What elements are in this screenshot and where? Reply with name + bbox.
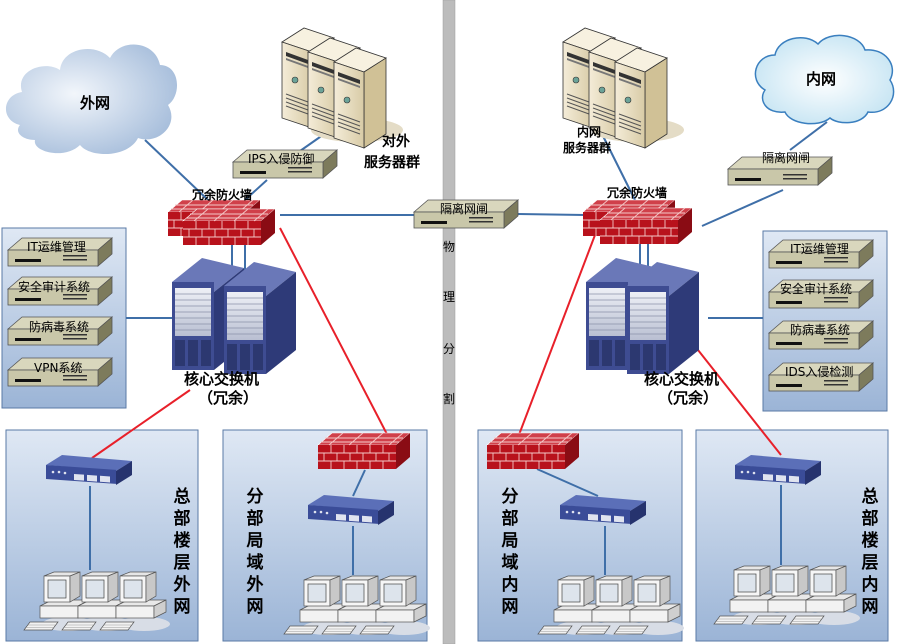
right-gateway-label: 隔离网闸 xyxy=(762,151,811,165)
label-char: 内 xyxy=(501,575,519,595)
external-servers-label-line2: 服务器群 xyxy=(364,155,420,171)
divider-char-2: 分 xyxy=(443,342,456,356)
external-server-group xyxy=(282,28,403,148)
label-char: 外 xyxy=(173,575,191,595)
red-link-core-hq-switch-right xyxy=(697,349,782,456)
center-gateway-label: 隔离网闸 xyxy=(440,202,489,216)
red-link-firewall-branch-right xyxy=(516,234,596,441)
link-inner-gateway-firewall xyxy=(701,189,784,227)
right-core-switch xyxy=(585,257,700,375)
internet-cloud-label: 外网 xyxy=(80,94,111,112)
label-char: 网 xyxy=(861,597,879,617)
label-char: 局 xyxy=(501,531,519,551)
right-device-label-2: 防病毒系统 xyxy=(790,323,851,337)
link-firewall-switch-3 xyxy=(536,468,599,497)
left-core-switch xyxy=(171,257,297,375)
label-char: 楼 xyxy=(861,531,879,551)
red-link-core-hq-switch-left xyxy=(91,389,191,459)
internet-cloud xyxy=(5,44,178,155)
label-char: 网 xyxy=(501,597,519,617)
red-link-firewall-branch-left xyxy=(279,227,391,441)
right-device-label-1: 安全审计系统 xyxy=(780,282,853,296)
right-core-switch-label-line2: （冗余） xyxy=(658,389,719,407)
divider-char-3: 割 xyxy=(443,392,456,406)
branch-internal-workstations xyxy=(538,576,684,635)
physical-divider-bar xyxy=(442,0,456,644)
label-char: 网 xyxy=(173,597,191,617)
label-char: 内 xyxy=(861,575,879,595)
label-char: 层 xyxy=(173,553,191,573)
left-core-switch-label-line1: 核心交换机 xyxy=(184,370,260,388)
label-char: 域 xyxy=(246,553,264,573)
right-device-label-0: IT运维管理 xyxy=(790,242,849,256)
right-firewall-label: 冗余防火墙 xyxy=(607,186,668,200)
branch-external-firewall xyxy=(317,432,411,470)
right-device-label-3: IDS入侵检测 xyxy=(785,365,854,379)
right-redundant-firewall xyxy=(582,199,693,245)
label-char: 楼 xyxy=(173,531,191,551)
link-cloud-firewall-left xyxy=(144,139,209,201)
hq-external-workstations xyxy=(24,572,170,631)
internal-servers-label-line2: 服务器群 xyxy=(563,141,612,155)
branch-external-lan-label: 分 部 局 域 外 网 xyxy=(245,486,265,618)
label-char: 分 xyxy=(246,487,264,507)
right-core-switch-label-line1: 核心交换机 xyxy=(644,370,720,388)
left-device-label-0: IT运维管理 xyxy=(27,240,86,254)
label-char: 分 xyxy=(501,487,519,507)
label-char: 层 xyxy=(861,553,879,573)
label-char: 部 xyxy=(173,509,191,529)
hq-external-lan-label: 总 部 楼 层 外 网 xyxy=(172,486,192,618)
label-char: 外 xyxy=(246,575,264,595)
external-servers-label-line1: 对外 xyxy=(382,134,410,150)
left-device-label-3: VPN系统 xyxy=(34,361,83,375)
link-cloud-gateway-right xyxy=(789,121,828,151)
branch-internal-lan-label: 分 部 局 域 内 网 xyxy=(500,486,520,618)
intranet-cloud-label: 内网 xyxy=(806,70,837,88)
label-char: 总 xyxy=(173,487,191,507)
label-char: 部 xyxy=(861,509,879,529)
left-device-label-2: 防病毒系统 xyxy=(29,320,90,334)
left-device-label-1: 安全审计系统 xyxy=(18,280,91,294)
hq-internal-lan-label: 总 部 楼 层 内 网 xyxy=(860,486,880,618)
label-char: 域 xyxy=(501,553,519,573)
left-core-switch-label-line2: （冗余） xyxy=(198,389,259,407)
branch-external-workstations xyxy=(284,576,430,635)
link-inner-servers-firewall xyxy=(599,129,636,201)
link-gateway-firewall-right xyxy=(517,213,586,216)
link-firewall-switch-2 xyxy=(352,469,366,497)
divider-char-1: 理 xyxy=(443,290,456,304)
label-char: 总 xyxy=(861,487,879,507)
label-char: 部 xyxy=(246,509,264,529)
link-ips-firewall xyxy=(244,179,268,201)
label-char: 局 xyxy=(246,531,264,551)
ips-label: IPS入侵防御 xyxy=(248,152,315,166)
divider-char-0: 物 xyxy=(443,240,456,254)
left-redundant-firewall xyxy=(167,199,276,246)
intranet-cloud xyxy=(754,34,895,125)
branch-internal-firewall xyxy=(486,432,580,470)
left-firewall-label: 冗余防火墙 xyxy=(192,188,253,202)
hq-internal-workstations xyxy=(714,566,860,625)
internal-servers-label-line1: 内网 xyxy=(577,125,602,139)
label-char: 部 xyxy=(501,509,519,529)
label-char: 网 xyxy=(246,597,264,617)
